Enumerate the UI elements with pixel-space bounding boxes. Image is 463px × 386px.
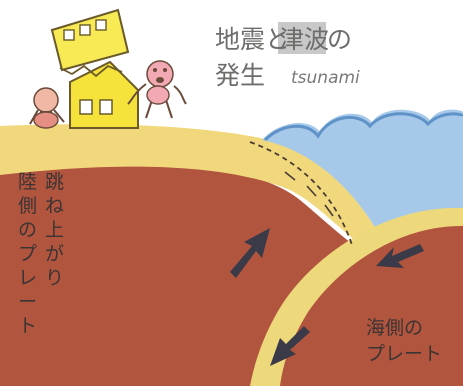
oceanic-label-line1: 海側の (366, 317, 423, 339)
continental-char-2: の (18, 219, 37, 241)
arrow-oceanic-top (376, 244, 424, 268)
person-right (127, 60, 187, 119)
continental-char-0: 陸 (18, 171, 37, 193)
fault-line (249, 141, 353, 246)
title-post: の (327, 25, 352, 54)
upthrust-char-1: ね (45, 195, 64, 217)
upthrust-char-0: 跳 (45, 171, 64, 193)
title-highlight: 津波 (279, 25, 329, 54)
upthrust-char-3: が (45, 243, 64, 265)
ocean (262, 109, 463, 232)
oceanic-label-line2: プレート (366, 343, 442, 365)
continental-char-3: プ (18, 243, 37, 265)
upthrust-char-4: り (45, 267, 64, 289)
oceanic-plate (280, 225, 463, 386)
arrow-upward (230, 228, 270, 278)
label-upthrust: 跳 ね 上 が り (45, 171, 64, 289)
continental-char-5: ー (18, 291, 37, 313)
ocean-wave-crest (263, 112, 463, 142)
arrow-oceanic-bottom (270, 326, 310, 366)
title-pre: 地震と (215, 25, 290, 54)
continental-char-6: ト (18, 315, 37, 337)
upthrust-char-2: 上 (45, 219, 64, 241)
label-oceanic-plate: 海側の プレート (366, 317, 442, 365)
label-continental-plate: 陸 側 の プ レ ー ト (18, 171, 37, 337)
ground-surface (0, 124, 378, 252)
continental-char-4: レ (18, 267, 37, 289)
title-highlight-bg (278, 22, 326, 54)
title-line2: 発生 (215, 61, 265, 90)
title-romaji: tsunami (291, 68, 360, 88)
person-left (29, 87, 65, 129)
continental-char-1: 側 (18, 195, 37, 217)
collapsing-house (50, 8, 139, 129)
stress-marks (284, 171, 334, 217)
page-title: 地震と 津波 の 発生 tsunami (215, 22, 360, 90)
